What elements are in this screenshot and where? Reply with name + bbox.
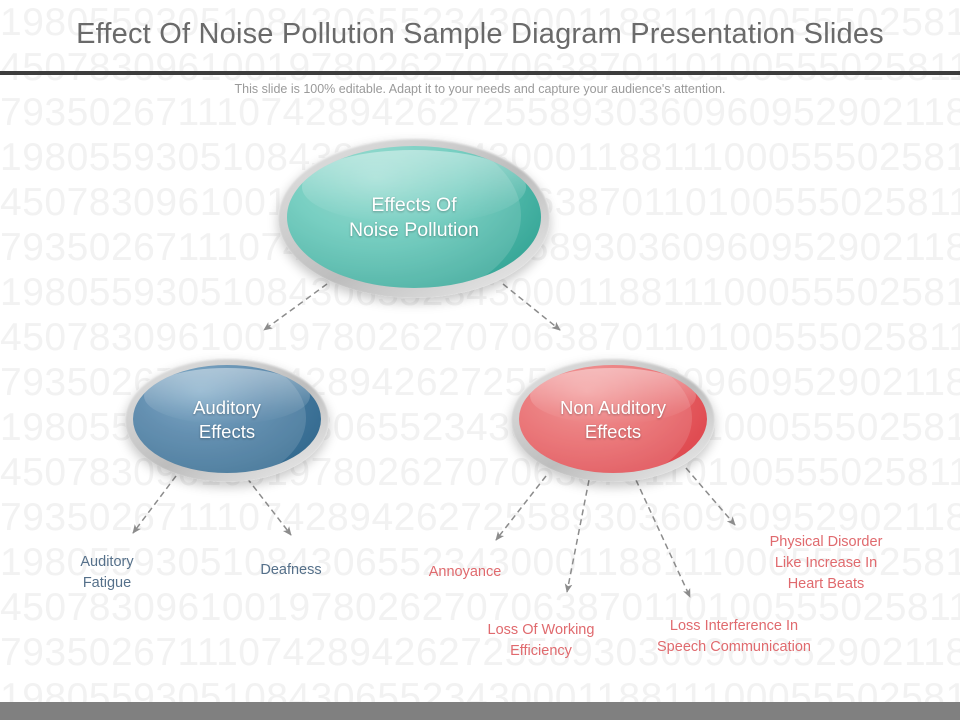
- leaf-line-1: Deafness: [260, 562, 322, 578]
- leaf-line-2: Speech Communication: [657, 639, 811, 656]
- leaf-line-1: Annoyance: [428, 564, 502, 580]
- connector-non-auditory-to-annoyance: [495, 475, 547, 541]
- leaf-label-deafness: Deafness: [228, 560, 354, 581]
- node-body: [287, 146, 541, 288]
- leaf-line-2: Efficiency: [510, 643, 572, 660]
- leaf-line-2: Fatigue: [82, 575, 132, 592]
- node-gloss-highlight: [144, 368, 310, 425]
- footer-bar: [0, 702, 960, 720]
- connector-root-to-auditory: [263, 283, 328, 331]
- leaf-line-3: Heart Beats: [787, 576, 865, 593]
- leaf-line-1: Auditory: [80, 554, 134, 570]
- title-divider: [0, 71, 960, 75]
- page-title: Effect Of Noise Pollution Sample Diagram…: [76, 18, 884, 50]
- node-crescent-highlight: [133, 365, 306, 473]
- leaf-label-auditory-fatigue: Auditory Fatigue: [52, 552, 162, 594]
- node-gloss-highlight: [530, 368, 696, 425]
- node-effects-of-noise-pollution[interactable]: Effects Of Noise Pollution: [278, 138, 550, 298]
- page-subtitle: This slide is 100% editable. Adapt it to…: [234, 82, 726, 96]
- leaf-label-loss-interference-in-speech-communication: Loss Interference In Speech Communicatio…: [629, 616, 839, 658]
- node-gloss-highlight: [302, 150, 526, 225]
- node-non-auditory-effects[interactable]: Non Auditory Effects: [511, 358, 715, 482]
- leaf-line-1: Loss Of Working: [487, 622, 595, 638]
- leaf-label-physical-disorder-like-increase-in-heart-beats: Physical Disorder Like Increase In Heart…: [738, 532, 914, 595]
- node-auditory-effects[interactable]: Auditory Effects: [125, 358, 329, 482]
- node-body: [133, 365, 321, 473]
- connector-non-auditory-to-speech-communication: [635, 479, 691, 598]
- node-body: [519, 365, 707, 473]
- node-crescent-highlight: [519, 365, 692, 473]
- leaf-label-loss-of-working-efficiency: Loss Of Working Efficiency: [462, 620, 620, 662]
- watermark-row: 4507830961001978026270706387011010055502…: [0, 316, 960, 359]
- leaf-line-1: Physical Disorder: [769, 534, 883, 550]
- connector-non-auditory-to-working-efficiency: [564, 479, 590, 593]
- leaf-label-annoyance: Annoyance: [402, 562, 528, 583]
- connector-auditory-to-deafness: [246, 477, 292, 536]
- watermark-row: 7935026711107428942627255893036096095290…: [0, 91, 960, 134]
- leaf-line-2: Like Increase In: [774, 555, 878, 572]
- connector-auditory-to-fatigue: [132, 475, 177, 534]
- connector-non-auditory-to-physical-disorder: [685, 467, 736, 526]
- leaf-line-1: Loss Interference In: [669, 618, 799, 634]
- connector-root-to-non-auditory: [502, 283, 561, 331]
